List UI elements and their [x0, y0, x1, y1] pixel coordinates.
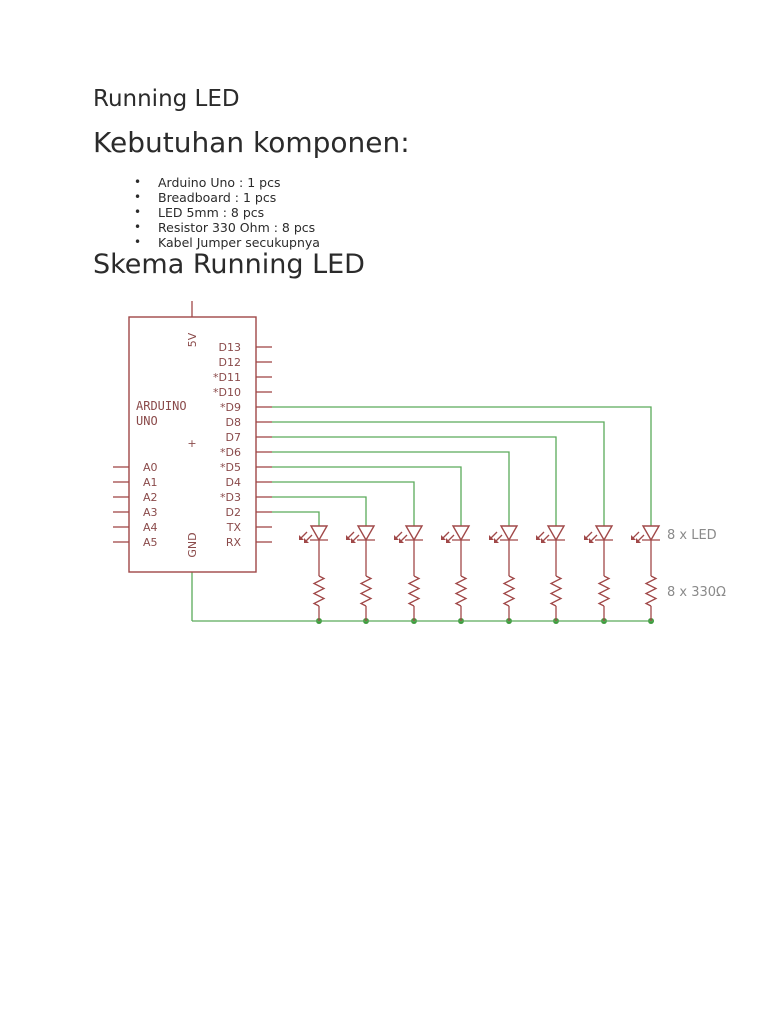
page-title: Running LED [93, 86, 240, 112]
digital-pin-label: D12 [219, 356, 241, 369]
led-quantity-note: 8 x LED [667, 528, 717, 543]
led-light-arrowhead [536, 535, 541, 540]
digital-pin-label: *D3 [220, 491, 241, 504]
signal-wire [272, 466, 462, 526]
list-item: Arduino Uno : 1 pcs [134, 175, 320, 190]
list-item: Breadboard : 1 pcs [134, 190, 320, 205]
digital-pin-label: D13 [219, 341, 241, 354]
analog-pin-label: A3 [143, 506, 158, 519]
led-light-arrowhead [494, 538, 499, 543]
signal-wire [272, 511, 320, 526]
digital-pin-label: D4 [226, 476, 241, 489]
led-symbol [546, 525, 566, 542]
led-light-arrowhead [631, 535, 636, 540]
analog-pin-label: A1 [143, 476, 158, 489]
led-symbol [499, 525, 519, 542]
board-name-line-2: UNO [136, 414, 158, 428]
resistor-symbol [359, 575, 373, 607]
list-item: LED 5mm : 8 pcs [134, 205, 320, 220]
resistor-symbol [549, 575, 563, 607]
resistor-symbol [407, 575, 421, 607]
digital-pin-label: D8 [226, 416, 241, 429]
led-light-arrowhead [394, 535, 399, 540]
digital-pin-label: RX [226, 536, 242, 549]
led-symbol [404, 525, 424, 542]
led-light-arrowhead [589, 538, 594, 543]
power-label: 5V [186, 332, 199, 347]
plus-mark: + [187, 437, 196, 450]
analog-pin-label: A5 [143, 536, 158, 549]
board-name-line-1: ARDUINO [136, 399, 187, 413]
gnd-label: GND [186, 532, 199, 557]
wires [191, 406, 654, 624]
digital-pin-label: *D9 [220, 401, 241, 414]
digital-pin-label: *D5 [220, 461, 241, 474]
led-light-arrowhead [489, 535, 494, 540]
led-light-arrowhead [304, 538, 309, 543]
led-symbol [594, 525, 614, 542]
components-heading: Kebutuhan komponen: [93, 126, 410, 159]
list-item: Resistor 330 Ohm : 8 pcs [134, 220, 320, 235]
resistor-symbol [644, 575, 658, 607]
led-light-arrowhead [584, 535, 589, 540]
digital-pin-label: D7 [226, 431, 241, 444]
resistor-symbol [597, 575, 611, 607]
resistor-symbol [312, 575, 326, 607]
signal-wire [272, 406, 652, 526]
list-item: Kabel Jumper secukupnya [134, 235, 320, 250]
digital-pin-label: *D10 [213, 386, 241, 399]
led-symbol [356, 525, 376, 542]
led-light-arrowhead [346, 535, 351, 540]
led-light-arrowhead [299, 535, 304, 540]
led-symbol [451, 525, 471, 542]
signal-wire [272, 436, 557, 526]
led-light-arrowhead [446, 538, 451, 543]
digital-pin-label: *D6 [220, 446, 241, 459]
resistor-quantity-note: 8 x 330Ω [667, 585, 726, 600]
components-list: Arduino Uno : 1 pcs Breadboard : 1 pcs L… [134, 175, 320, 250]
signal-wire [272, 496, 367, 526]
signal-wire [272, 451, 510, 526]
analog-pin-label: A4 [143, 521, 158, 534]
schema-heading: Skema Running LED [93, 249, 365, 280]
signal-wire [272, 481, 415, 526]
led-light-arrowhead [399, 538, 404, 543]
components [113, 301, 661, 621]
led-symbol [309, 525, 329, 542]
led-light-arrowhead [636, 538, 641, 543]
digital-pin-label: D2 [226, 506, 241, 519]
signal-wire [272, 421, 605, 526]
resistor-symbol [502, 575, 516, 607]
analog-pin-label: A2 [143, 491, 158, 504]
led-light-arrowhead [351, 538, 356, 543]
led-symbol [641, 525, 661, 542]
led-light-arrowhead [441, 535, 446, 540]
resistor-symbol [454, 575, 468, 607]
digital-pin-label: TX [226, 521, 242, 534]
led-light-arrowhead [541, 538, 546, 543]
digital-pin-label: *D11 [213, 371, 241, 384]
analog-pin-label: A0 [143, 461, 158, 474]
